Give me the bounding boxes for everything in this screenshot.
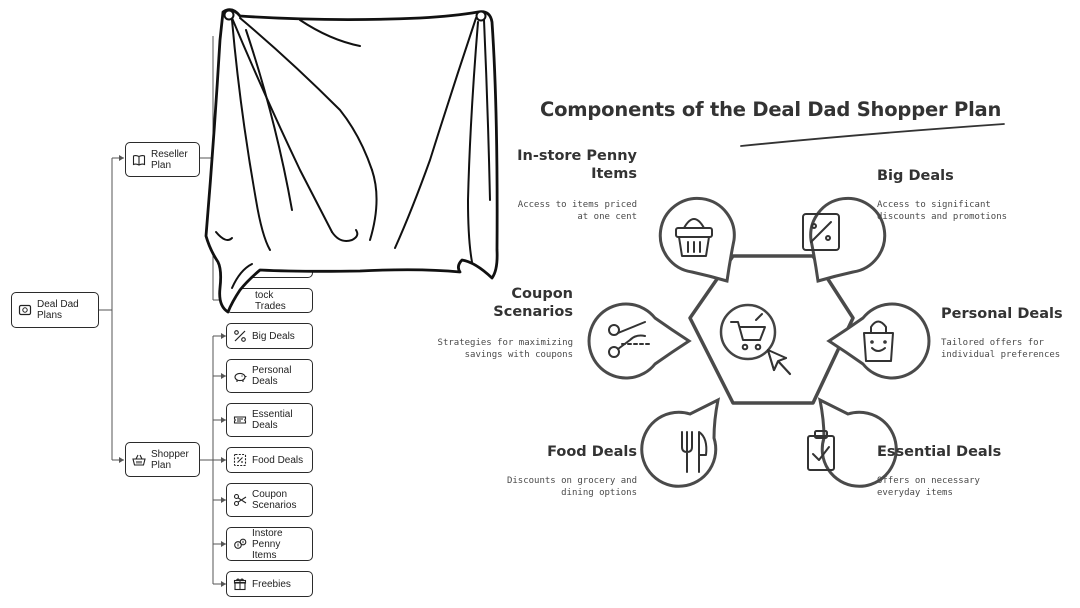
tree-node-label: Freebies — [252, 578, 291, 590]
component-desc-personal-deals: Tailored offers for individual preferenc… — [941, 338, 1061, 360]
tree-node-label: Essential Deals — [252, 409, 293, 431]
component-desc-big-deals: Access to significant discounts and prom… — [877, 200, 1008, 222]
cart-cursor-icon — [719, 303, 792, 376]
utensils-icon — [681, 431, 708, 473]
tree-node-reseller-plan[interactable]: Reseller Plan — [125, 142, 200, 177]
tree-node-label: Coupon Scenarios — [252, 489, 297, 511]
coins-icon — [234, 538, 247, 549]
tree-node-label: Reseller Plan — [151, 148, 188, 171]
shopping-bag-icon — [863, 320, 894, 362]
tree-node-personal-deals[interactable]: Personal Deals — [226, 359, 313, 393]
tree-root-label: Deal Dad Plans — [37, 299, 79, 321]
component-desc-food-deals: Discounts on grocery and dining options — [506, 476, 637, 498]
piggy-bank-icon — [234, 372, 247, 382]
tree-node-label: Personal Deals — [252, 365, 292, 387]
tree-node-big-deals[interactable]: Big Deals — [226, 323, 313, 349]
component-heading-food-deals: Food Deals — [547, 444, 637, 460]
percent-icon — [234, 330, 246, 342]
coupon-icon — [18, 304, 32, 316]
component-heading-personal-deals: Personal Deals — [941, 306, 1063, 322]
component-desc-coupon-scenarios: Strategies for maximizing savings with c… — [437, 338, 573, 360]
component-desc-essential-deals: Offers on necessary everyday items — [877, 476, 980, 498]
diagram-title: Components of the Deal Dad Shopper Plan — [540, 98, 1002, 121]
tree-node-label: Big Deals — [252, 330, 295, 342]
gift-icon — [233, 578, 247, 591]
tree-node-label: Food Deals — [252, 454, 304, 466]
percent-icon — [802, 213, 840, 251]
component-heading-coupon-scenarios: Coupon Scenarios — [493, 286, 573, 320]
discount-tag-icon — [233, 453, 247, 467]
book-icon — [132, 154, 146, 166]
ticket-icon — [233, 416, 247, 424]
tree-node-instore-penny-items[interactable]: Instore Penny Items — [226, 527, 313, 561]
tree-node-shopper-plan[interactable]: Shopper Plan — [125, 442, 200, 477]
tree-node-freebies[interactable]: Freebies — [226, 571, 313, 597]
component-heading-big-deals: Big Deals — [877, 168, 954, 184]
tree-node-essential-deals[interactable]: Essential Deals — [226, 403, 313, 437]
basket-icon — [675, 218, 713, 257]
clipboard-icon — [807, 430, 835, 471]
scissors-icon — [608, 321, 651, 358]
tree-root-node[interactable]: Deal Dad Plans — [11, 292, 99, 328]
scissors-icon — [233, 493, 247, 507]
tree-node-stock-trades[interactable]: tock Trades — [226, 288, 313, 313]
tree-node-label: Shopper Plan — [151, 448, 189, 471]
tree-node-label: Instore Penny Items — [252, 527, 283, 561]
basket-icon — [132, 454, 146, 466]
component-desc-penny-items: Access to items priced at one cent — [517, 200, 637, 222]
component-heading-penny-items: In-store Penny Items — [517, 148, 637, 182]
component-heading-essential-deals: Essential Deals — [877, 444, 1002, 460]
tree-node-label: tock Trades — [255, 289, 286, 312]
tree-node-food-deals[interactable]: Food Deals — [226, 447, 313, 473]
tree-node-coupon-scenarios[interactable]: Coupon Scenarios — [226, 483, 313, 517]
